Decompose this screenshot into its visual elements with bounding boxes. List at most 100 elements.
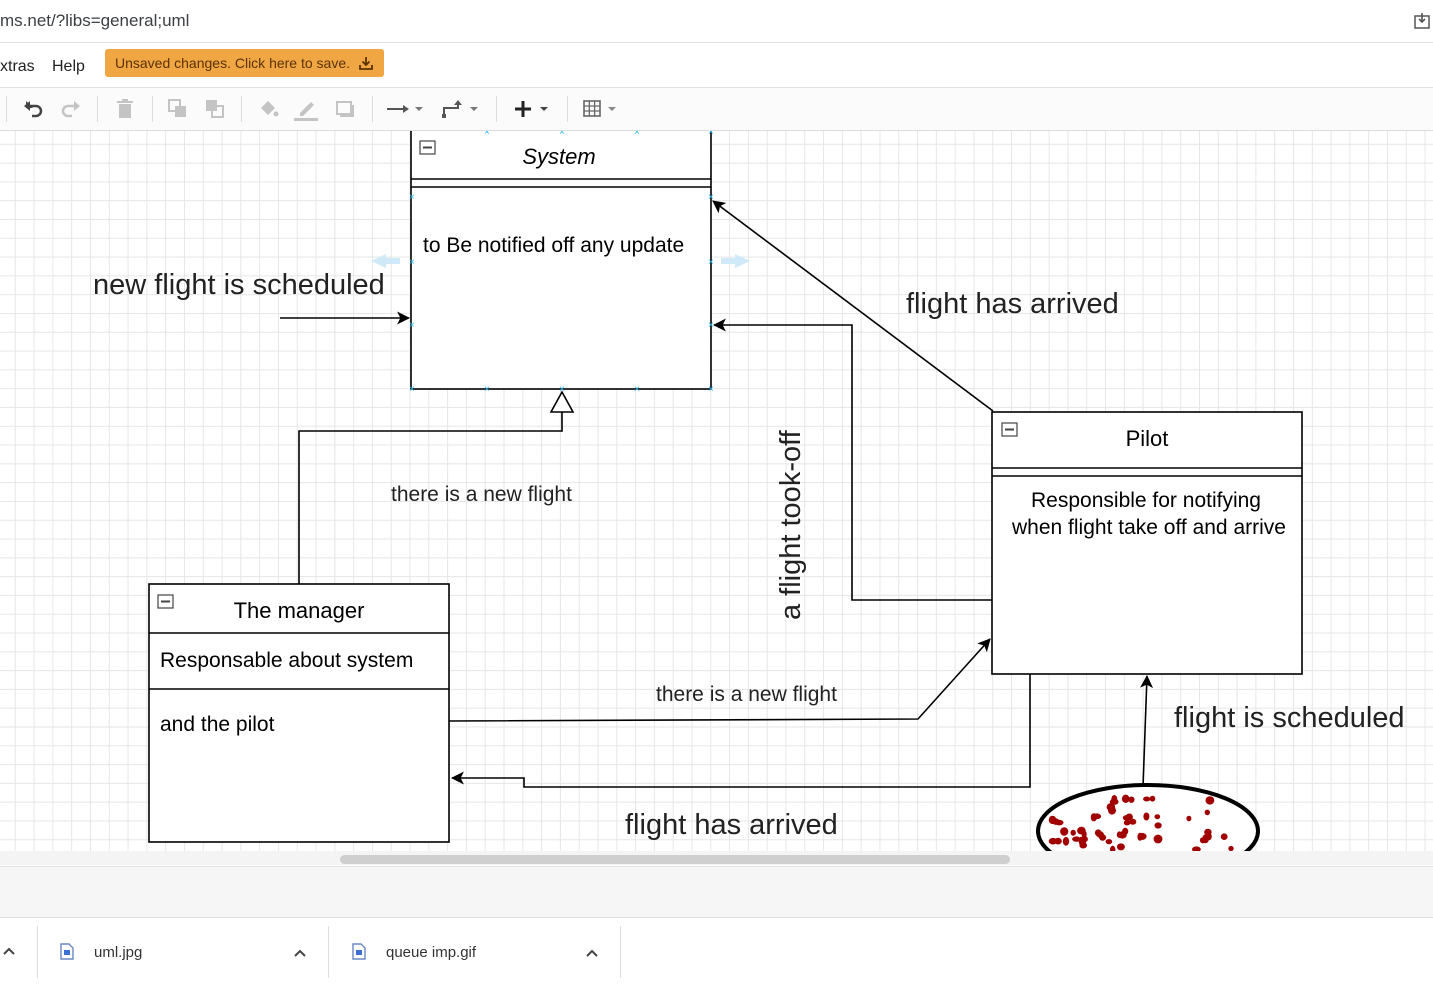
label-flight-arrived-bottom[interactable]: flight has arrived (625, 809, 838, 841)
blob-dot (1072, 836, 1081, 842)
svg-text:×: × (708, 257, 714, 268)
blob-dot (1128, 796, 1135, 803)
diagram-svg: System to Be notified off any update × × ×… (93, 131, 1405, 851)
blob-dot (1143, 812, 1150, 821)
url-text[interactable]: ms.net/?libs=general;uml (0, 11, 190, 30)
undo-icon[interactable] (20, 96, 46, 122)
to-back-icon[interactable] (202, 96, 228, 122)
downloads-shelf: uml.jpg queue imp.gif (0, 917, 1433, 984)
redo-icon[interactable] (58, 96, 84, 122)
svg-text:×: × (708, 384, 714, 395)
diagram-canvas[interactable]: System to Be notified off any update × × ×… (0, 131, 1433, 851)
shelf-divider (328, 926, 329, 978)
download-name: queue imp.gif (386, 944, 477, 961)
label-new-flight-scheduled[interactable]: new flight is scheduled (93, 269, 385, 301)
toolbar-divider (567, 96, 568, 122)
connection-icon[interactable] (385, 96, 427, 122)
system-body: to Be notified off any update (423, 234, 684, 257)
label-new-flight-1[interactable]: there is a new flight (391, 483, 572, 506)
download-icon[interactable] (1414, 12, 1432, 30)
selection-handles[interactable]: ×××× ×××× ××× ×××× (409, 131, 714, 395)
save-download-icon (359, 57, 373, 70)
shadow-icon[interactable] (332, 96, 358, 122)
line-color-icon[interactable] (292, 96, 320, 122)
svg-text:×: × (708, 131, 714, 138)
blob-dot (1116, 843, 1125, 851)
svg-text:×: × (708, 192, 714, 203)
download-name: uml.jpg (94, 944, 143, 961)
svg-text:×: × (634, 384, 640, 395)
toolbar-divider (152, 96, 153, 122)
edges[interactable] (280, 200, 1154, 788)
toolbar-divider (372, 96, 373, 122)
svg-text:×: × (484, 384, 490, 395)
chevron-up-icon[interactable] (585, 948, 599, 958)
inheritance-arrowhead (549, 390, 575, 413)
blob-dot (1108, 806, 1116, 815)
blob-dot (1154, 835, 1161, 841)
blob-dot (1137, 832, 1143, 841)
blob-dot (1123, 820, 1131, 826)
blob-dot (1143, 796, 1151, 802)
file-icon (352, 943, 366, 960)
edge-took-off (712, 318, 992, 601)
shelf-divider (37, 926, 38, 978)
menu-help[interactable]: Help (52, 58, 85, 75)
table-icon[interactable] (580, 96, 624, 122)
edge-pilot-to-system-arrived (712, 200, 994, 412)
chevron-up-icon[interactable] (2, 946, 16, 956)
edge-manager-to-pilot (448, 638, 991, 722)
toolbar-divider (496, 96, 497, 122)
blob-dot (1111, 795, 1118, 804)
hover-arrows[interactable] (371, 254, 750, 268)
blob-dot (1092, 813, 1102, 820)
menu-bar: xtras Help Unsaved changes. Click here t… (0, 43, 1433, 88)
download-item[interactable]: uml.jpg (40, 918, 328, 984)
waypoints-icon[interactable] (440, 96, 482, 122)
label-flight-scheduled[interactable]: flight is scheduled (1174, 702, 1405, 734)
blob-dot (1149, 795, 1156, 802)
unsaved-changes-button[interactable]: Unsaved changes. Click here to save. (105, 49, 384, 77)
initial-node-blob[interactable] (1036, 783, 1260, 851)
pilot-class[interactable]: Pilot Responsible for notifying when fli… (991, 411, 1303, 675)
blob-dot (1186, 815, 1192, 822)
svg-text:×: × (409, 320, 415, 331)
label-took-off[interactable]: a flight took-off (775, 429, 807, 620)
svg-text:×: × (409, 192, 415, 203)
delete-icon[interactable] (112, 96, 138, 122)
svg-text:×: × (559, 384, 565, 395)
blob-dot (1154, 822, 1162, 829)
label-flight-arrived-top[interactable]: flight has arrived (906, 288, 1119, 320)
menu-extras[interactable]: xtras (0, 58, 35, 75)
toolbar-divider (97, 96, 98, 122)
label-new-flight-2[interactable]: there is a new flight (656, 683, 837, 706)
download-item[interactable]: queue imp.gif (332, 918, 620, 984)
manager-class[interactable]: The manager Responsable about system and… (148, 583, 450, 843)
blob-dot (1060, 827, 1069, 836)
chevron-up-icon[interactable] (293, 948, 307, 958)
horizontal-scrollbar[interactable] (0, 851, 1433, 865)
edge-pilot-to-manager (450, 674, 1031, 788)
svg-text:×: × (409, 257, 415, 268)
blob-dot (1118, 831, 1127, 839)
to-front-icon[interactable] (165, 96, 191, 122)
toolbar-divider (6, 96, 7, 122)
pilot-body-line2: when flight take off and arrive (1011, 516, 1286, 539)
blob-dot (1154, 814, 1161, 820)
svg-text:×: × (634, 131, 640, 138)
blob-dot (1220, 833, 1228, 840)
toolbar-divider (241, 96, 242, 122)
scrollbar-thumb[interactable] (340, 855, 1010, 864)
blob-dot (1204, 809, 1211, 816)
svg-text:×: × (708, 320, 714, 331)
system-class[interactable]: System to Be notified off any update (410, 131, 712, 390)
fill-color-icon[interactable] (255, 96, 281, 122)
blob-dot (1048, 837, 1058, 845)
file-icon (60, 943, 74, 960)
footer-panel (0, 866, 1433, 917)
manager-body: and the pilot (160, 713, 275, 736)
blob-dot (1048, 815, 1057, 825)
address-bar[interactable]: ms.net/?libs=general;uml (0, 0, 1433, 43)
insert-icon[interactable] (510, 96, 554, 122)
system-title: System (522, 144, 595, 169)
